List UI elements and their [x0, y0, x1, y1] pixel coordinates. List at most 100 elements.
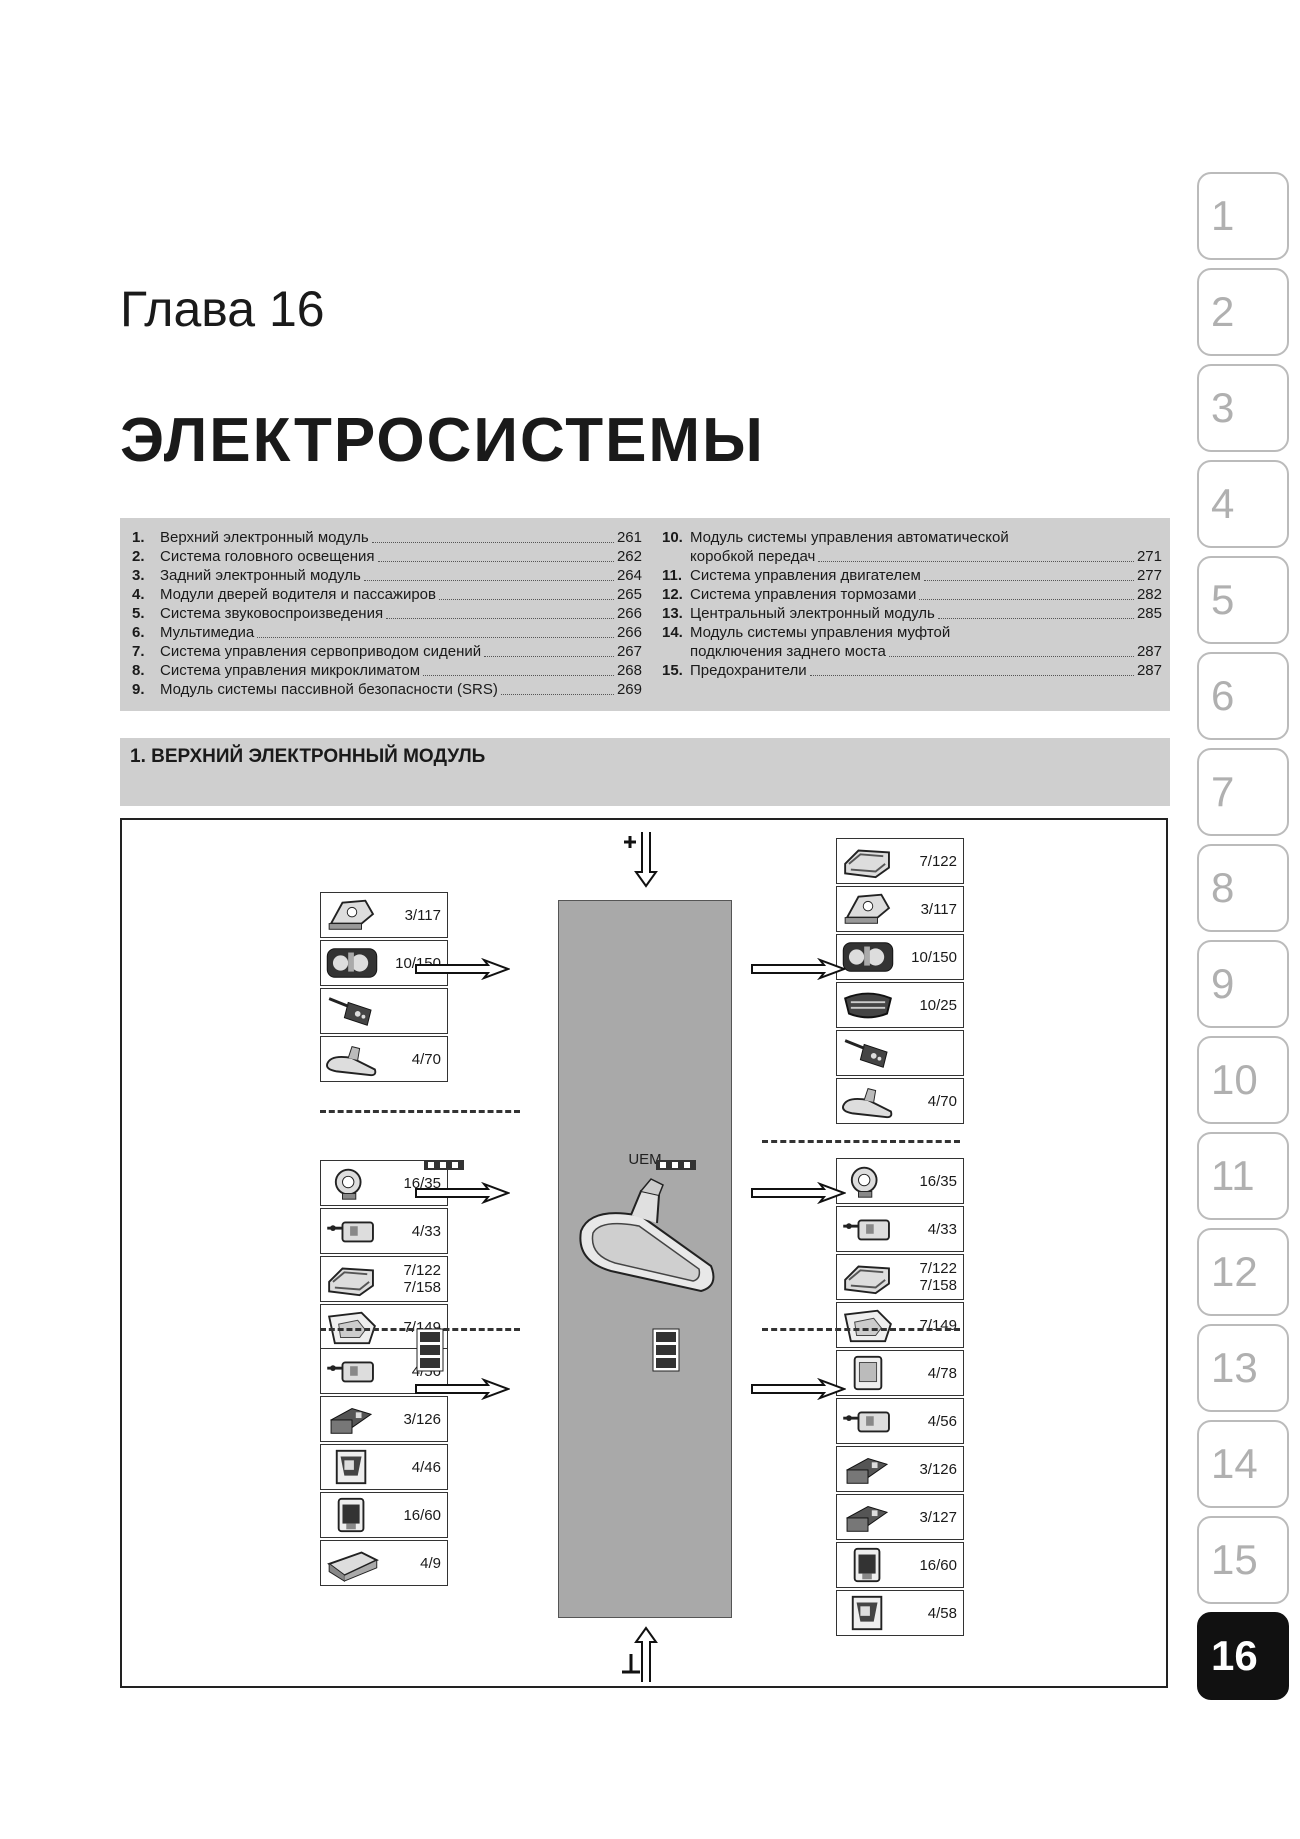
toc-text: Система управления тормозами — [690, 586, 917, 603]
toc-leader — [818, 561, 1134, 562]
toc-number: 2. — [132, 548, 145, 565]
component-code: 4/70 — [927, 1092, 957, 1110]
signal-arrow-icon — [751, 958, 846, 980]
component-code: 10/25 — [919, 996, 957, 1014]
panel-icon — [851, 1595, 883, 1631]
toc-leader — [438, 599, 614, 600]
chapter-tab-14[interactable]: 14 — [1197, 1420, 1289, 1508]
chapter-tab-12[interactable]: 12 — [1197, 1228, 1289, 1316]
signal-arrow-icon — [751, 1378, 846, 1400]
switch-icon — [327, 1221, 374, 1243]
toc-text: Модули дверей водителя и пассажиров — [160, 586, 436, 603]
component-box: 3/126 — [320, 1396, 448, 1442]
toc-page: 265 — [616, 586, 642, 603]
component-box: 4/78 — [836, 1350, 964, 1396]
toc-number: 14. — [662, 624, 683, 641]
component-box: 4/58 — [836, 1590, 964, 1636]
component-code: 4/78 — [927, 1364, 957, 1382]
housing-icon — [843, 1309, 892, 1343]
chapter-tab-6[interactable]: 6 — [1197, 652, 1289, 740]
lamp-icon — [328, 899, 375, 930]
component-code: 4/46 — [411, 1458, 441, 1476]
chapter-tab-7[interactable]: 7 — [1197, 748, 1289, 836]
component-code: 7/122 7/158 — [919, 1260, 957, 1294]
toc-text: подключения заднего моста — [690, 643, 886, 660]
toc-number: 8. — [132, 662, 145, 679]
chapter-tab-2[interactable]: 2 — [1197, 268, 1289, 356]
chapter-tab-15[interactable]: 15 — [1197, 1516, 1289, 1604]
chapter-tab-10[interactable]: 10 — [1197, 1036, 1289, 1124]
component-code: 16/35 — [919, 1172, 957, 1190]
component-box: 4/70 — [836, 1078, 964, 1124]
section-header: 1. ВЕРХНИЙ ЭЛЕКТРОННЫЙ МОДУЛЬ — [120, 738, 1170, 806]
component-code: 4/58 — [927, 1604, 957, 1622]
component-box: 7/149 — [836, 1302, 964, 1348]
toc-text: Система управления микроклиматом — [160, 662, 421, 679]
component-code: 4/56 — [927, 1412, 957, 1430]
component-box: 3/117 — [836, 886, 964, 932]
mirror-icon — [842, 1088, 893, 1119]
toc-number: 11. — [662, 567, 683, 584]
chapter-tab-4[interactable]: 4 — [1197, 460, 1289, 548]
chapter-tab-5[interactable]: 5 — [1197, 556, 1289, 644]
toc-number: 6. — [132, 624, 145, 641]
toc-page: 266 — [616, 605, 642, 622]
sensor-icon — [334, 1168, 362, 1200]
toc-page: 269 — [616, 681, 642, 698]
toc-text: Мультимедиа — [160, 624, 255, 641]
toc-page: 262 — [616, 548, 642, 565]
chapter-tab-11[interactable]: 11 — [1197, 1132, 1289, 1220]
rear-view-mirror-icon — [579, 1178, 715, 1293]
sensor-icon — [850, 1166, 878, 1198]
toc-leader — [484, 656, 614, 657]
connector-icon — [329, 1408, 373, 1434]
chapter-tab-13[interactable]: 13 — [1197, 1324, 1289, 1412]
toc-number: 5. — [132, 605, 145, 622]
toc-page: 268 — [616, 662, 642, 679]
lin-bus-icon — [424, 1160, 464, 1170]
instrument-cluster-icon — [326, 948, 378, 978]
component-code: 16/60 — [919, 1556, 957, 1574]
ground-icon — [622, 1626, 658, 1682]
toc-page: 285 — [1136, 605, 1162, 622]
toc-leader — [937, 618, 1134, 619]
chapter-tab-8[interactable]: 8 — [1197, 844, 1289, 932]
connector-icon — [845, 1506, 889, 1532]
connector-icon — [845, 1458, 889, 1484]
toc-page: 261 — [616, 529, 642, 546]
toc-page: 287 — [1136, 643, 1162, 660]
group-separator — [320, 1110, 520, 1113]
toc-leader — [386, 618, 614, 619]
instrument-cluster-icon — [842, 942, 894, 972]
chapter-tab-16[interactable]: 16 — [1197, 1612, 1289, 1700]
toc-number: 3. — [132, 567, 145, 584]
component-box: 10/25 — [836, 982, 964, 1028]
toc-leader — [888, 656, 1134, 657]
chapter-tab-3[interactable]: 3 — [1197, 364, 1289, 452]
toc-entry: 7.Система управления сервоприводом сиден… — [132, 642, 642, 661]
bus-network-icon — [416, 1328, 444, 1372]
component-code: 3/126 — [403, 1410, 441, 1428]
signal-arrow-icon — [415, 1182, 510, 1204]
toc-entry: 8. Система управления микроклиматом 268 — [132, 661, 642, 680]
toc-leader — [809, 675, 1134, 676]
toc-leader — [377, 561, 614, 562]
component-code: 3/117 — [920, 900, 957, 918]
component-box: 3/127 — [836, 1494, 964, 1540]
toc-leader — [919, 599, 1134, 600]
component-code: 10/150 — [911, 948, 957, 966]
chapter-tab-1[interactable]: 1 — [1197, 172, 1289, 260]
chapter-tab-9[interactable]: 9 — [1197, 940, 1289, 1028]
housing-icon — [327, 1311, 376, 1345]
component-box: 10/150 — [836, 934, 964, 980]
chapter-title: ЭЛЕКТРОСИСТЕМЫ — [120, 406, 765, 475]
toc-leader — [371, 542, 614, 543]
toc-page: 282 — [1136, 586, 1162, 603]
battery-icon — [327, 1551, 379, 1582]
toc-text: Центральный электронный модуль — [690, 605, 935, 622]
